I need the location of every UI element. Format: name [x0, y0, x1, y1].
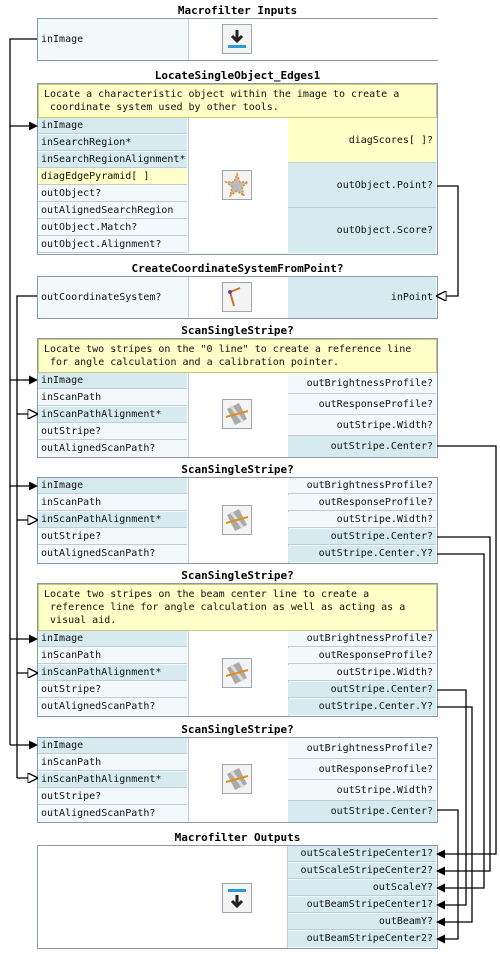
stripe4-output-pin[interactable]: outStripe.Center? — [288, 801, 436, 822]
macro-input-pin[interactable]: inImage — [38, 19, 188, 60]
stripe4-input-pin[interactable]: inImage — [38, 738, 187, 754]
locate-input-pin[interactable]: outObject? — [38, 186, 187, 202]
macrofilter-outputs-title: Macrofilter Outputs — [174, 831, 301, 844]
macrofilter-inputs-title: Macrofilter Inputs — [177, 4, 298, 17]
stripe2-input-pin[interactable]: outStripe? — [38, 529, 187, 545]
stripe1-input-pin[interactable]: outStripe? — [38, 424, 187, 440]
stripe3-input-pin[interactable]: inScanPathAlignment* — [38, 665, 187, 681]
stripe2-output-pin[interactable]: outStripe.Center? — [288, 529, 436, 545]
locate-output-pin[interactable]: outObject.Score? — [288, 208, 436, 253]
stripe3-output-pin[interactable]: outStripe.Center.Y? — [288, 699, 436, 715]
stripe2-input-pin[interactable]: inScanPath — [38, 495, 187, 511]
stripe2-output-pin[interactable]: outStripe.Center.Y? — [288, 546, 436, 562]
locate-input-pin[interactable]: inSearchRegionAlignment* — [38, 152, 187, 168]
stripe3-title: ScanSingleStripe? — [181, 569, 294, 582]
macro-output-pin[interactable]: outBeamStripeCenter2? — [288, 931, 436, 947]
wire-stripe3-centery — [436, 706, 473, 927]
stripe2-input-pin[interactable]: inImage — [38, 478, 187, 494]
stripe3-input-pin[interactable]: inScanPath — [38, 648, 187, 664]
coord-output-pin[interactable]: inPoint — [288, 277, 436, 318]
scan-stripe-icon — [222, 764, 252, 794]
macro-output-pin[interactable]: outScaleStripeCenter1? — [288, 846, 436, 862]
macro-output-pin[interactable]: outBeamY? — [288, 914, 436, 930]
wire-stripe2-centery — [436, 553, 485, 893]
stripe3-input-pin[interactable]: outAlignedScanPath? — [38, 699, 187, 715]
stripe1-output-pin[interactable]: outStripe.Center? — [288, 436, 436, 457]
locate-input-pin[interactable]: diagEdgePyramid[ ] — [38, 169, 187, 185]
locate-input-pin[interactable]: outObject.Alignment? — [38, 237, 187, 253]
macro-output-pin[interactable]: outScaleY? — [288, 880, 436, 896]
stripe1-title: ScanSingleStripe? — [181, 324, 294, 337]
wire-point-to-inpoint — [437, 185, 459, 296]
stripe1-output-pin[interactable]: outBrightnessProfile? — [288, 373, 436, 394]
macro-output-pin[interactable]: outScaleStripeCenter2? — [288, 863, 436, 879]
stripe1-input-pin[interactable]: inImage — [38, 373, 187, 389]
wire-stripe3-center — [436, 689, 467, 910]
wire-stripe2-center — [436, 536, 491, 876]
coord-input-pin[interactable]: outCoordinateSystem? — [38, 277, 187, 318]
stripe2-output-pin[interactable]: outBrightnessProfile? — [288, 478, 436, 494]
stripe3-input-pin[interactable]: outStripe? — [38, 682, 187, 698]
wire-stripe1-center — [436, 445, 497, 859]
stripe3-output-pin[interactable]: outBrightnessProfile? — [288, 631, 436, 647]
stripe1-input-pin[interactable]: inScanPathAlignment* — [38, 407, 187, 423]
wire-stripe4-center — [436, 809, 459, 944]
stripe4-title: ScanSingleStripe? — [181, 723, 294, 736]
stripe2-input-pin[interactable]: outAlignedScanPath? — [38, 546, 187, 562]
stripe4-output-pin[interactable]: outStripe.Width? — [288, 780, 436, 801]
stripe3-input-pin[interactable]: inImage — [38, 631, 187, 647]
stripe1-comment: Locate two stripes on the "0 line" to cr… — [38, 339, 437, 373]
stripe2-output-pin[interactable]: outStripe.Width? — [288, 512, 436, 528]
stripe3-comment: Locate two stripes on the beam center li… — [38, 584, 437, 631]
stripe4-input-pin[interactable]: inScanPathAlignment* — [38, 772, 187, 788]
stripe1-input-pin[interactable]: inScanPath — [38, 390, 187, 406]
wire-coord-bus — [16, 295, 37, 778]
locate-block-title: LocateSingleObject_Edges1 — [154, 69, 321, 82]
locate-input-pin[interactable]: inSearchRegion* — [38, 135, 187, 151]
stripe3-output-pin[interactable]: outStripe.Center? — [288, 682, 436, 698]
stripe1-input-pin[interactable]: outAlignedScanPath? — [38, 441, 187, 457]
stripe3-output-pin[interactable]: outStripe.Width? — [288, 665, 436, 681]
macro-output-pin[interactable]: outBeamStripeCenter1? — [288, 897, 436, 913]
download-arrow-icon — [222, 24, 252, 54]
stripe3-output-pin[interactable]: outResponseProfile? — [288, 648, 436, 664]
output-arrow-icon — [222, 883, 252, 913]
stripe2-output-pin[interactable]: outResponseProfile? — [288, 495, 436, 511]
locate-input-pin[interactable]: outAlignedSearchRegion — [38, 203, 187, 219]
stripe4-input-pin[interactable]: inScanPath — [38, 755, 187, 771]
stripe1-output-pin[interactable]: outStripe.Width? — [288, 415, 436, 436]
star-shape-icon — [222, 170, 252, 200]
scan-stripe-icon — [222, 399, 252, 429]
locate-input-pin[interactable]: outObject.Match? — [38, 220, 187, 236]
stripe4-input-pin[interactable]: outStripe? — [38, 789, 187, 805]
coordinate-system-icon — [222, 282, 252, 312]
scan-stripe-icon — [222, 658, 252, 688]
locate-output-pin[interactable]: diagScores[ ]? — [288, 118, 436, 163]
stripe2-title: ScanSingleStripe? — [181, 463, 294, 476]
stripe2-input-pin[interactable]: inScanPathAlignment* — [38, 512, 187, 528]
locate-comment: Locate a characteristic object within th… — [38, 84, 437, 118]
locate-input-pin[interactable]: inImage — [38, 118, 187, 134]
stripe4-output-pin[interactable]: outBrightnessProfile? — [288, 738, 436, 759]
wire-inimage-bus — [9, 38, 37, 745]
stripe1-output-pin[interactable]: outResponseProfile? — [288, 394, 436, 415]
stripe4-output-pin[interactable]: outResponseProfile? — [288, 759, 436, 780]
stripe4-input-pin[interactable]: outAlignedScanPath? — [38, 806, 187, 822]
coord-block-title: CreateCoordinateSystemFromPoint? — [131, 262, 344, 275]
scan-stripe-icon — [222, 505, 252, 535]
locate-output-pin[interactable]: outObject.Point? — [288, 163, 436, 208]
